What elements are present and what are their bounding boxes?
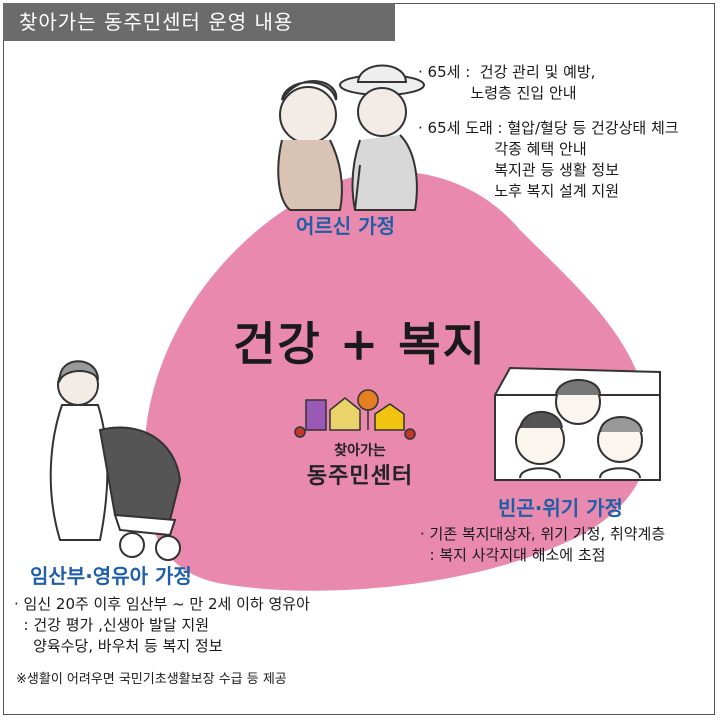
pink-blob [143,171,651,591]
elderly-note-65-near: · 65세 도래 : 혈압/혈당 등 건강상태 체크 각종 혜택 안내 복지관 … [418,119,679,200]
elderly-couple-illustration [277,64,425,211]
logo-text-bottom: 동주민센터 [306,464,414,489]
maternity-label: 임산부·영유아 가정 [30,564,192,588]
slogan: 건강 + 복지 [233,317,487,371]
low-income-note: · 기존 복지대상자, 위기 가정, 취약계층 : 복지 사각지대 해소에 초점 [420,525,666,564]
low-income-label: 빈곤·위기 가정 [498,496,623,520]
page-title: 찾아가는 동주민센터 운영 내용 [3,3,395,41]
elderly-note-65: · 65세 : 건강 관리 및 예방, 노령층 진입 안내 [418,63,596,102]
logo-text-top: 찾아가는 [334,443,386,459]
elderly-label: 어르신 가정 [296,214,395,238]
footnote: ※생활이 어려우면 국민기초생활보장 수급 등 제공 [16,672,287,687]
family-window-illustration [494,366,661,481]
maternity-note: · 임신 20주 이후 임산부 ~ 만 2세 이하 영유아 : 건강 평가 ,신… [14,595,310,655]
pregnant-woman-stroller-illustration [49,360,182,561]
village-logo-icon [294,389,416,440]
